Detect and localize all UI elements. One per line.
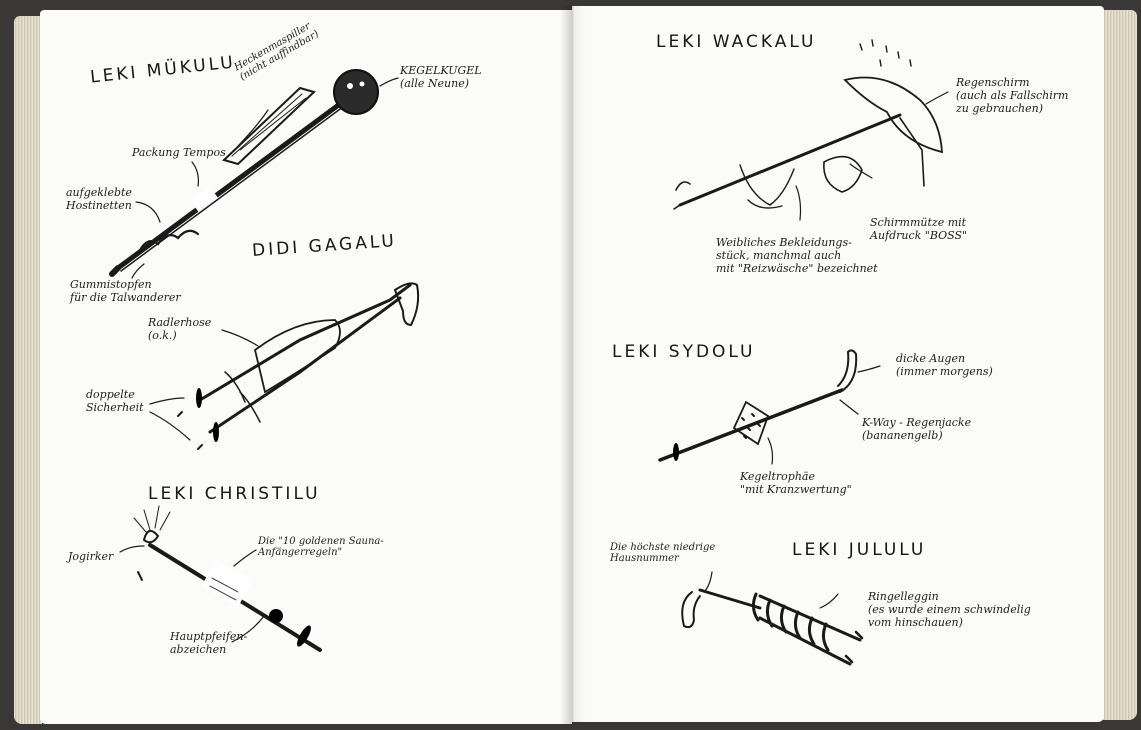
label-jogirker: Jogirker — [68, 550, 114, 563]
sketch-didi-gagalu — [177, 282, 420, 450]
sketch-leki-mukulu — [109, 69, 379, 277]
label-hausnummer: Die höchste niedrige Hausnummer — [610, 542, 716, 564]
right-page — [572, 6, 1104, 722]
page-stack-right — [1103, 10, 1137, 720]
label-radlerhose: Radlerhose (o.k.) — [148, 316, 212, 342]
label-sauna-regeln: Die "10 goldenen Sauna- Anfängerregeln" — [258, 536, 384, 558]
title-leki-christilu: LEKI CHRISTILU — [148, 484, 321, 504]
label-gummistopfen: Gummistopfen für die Talwanderer — [70, 278, 181, 304]
page-stack-left — [14, 16, 42, 724]
label-weibliches-kleidungsstueck: Weibliches Bekleidungs- stück, manchmal … — [716, 236, 878, 275]
title-leki-sydolu: LEKI SYDOLU — [612, 342, 756, 362]
label-kegeltrophaee: Kegeltrophäe "mit Kranzwertung" — [740, 470, 852, 496]
label-regenschirm: Regenschirm (auch als Fallschirm zu gebr… — [956, 76, 1069, 115]
label-kegelkugel: KEGELKUGEL (alle Neune) — [400, 64, 482, 90]
sketch-leki-sydolu — [658, 349, 858, 462]
label-doppelte-sicherheit: doppelte Sicherheit — [86, 388, 144, 414]
title-leki-wackalu: LEKI WACKALU — [656, 32, 817, 52]
label-schirmmuetze: Schirmmütze mit Aufdruck "BOSS" — [870, 216, 968, 242]
label-dicke-augen: dicke Augen (immer morgens) — [896, 352, 993, 378]
label-packung-tempos: Packung Tempos — [132, 146, 226, 159]
sketch-leki-christilu — [133, 505, 322, 652]
book-gutter — [560, 6, 586, 724]
label-k-way-regenjacke: K-Way - Regenjacke (bananengelb) — [862, 416, 972, 442]
label-hauptpfeifen-abzeichen: Hauptpfeifen- abzeichen — [170, 630, 248, 656]
title-leki-jululu: LEKI JULULU — [792, 540, 927, 560]
label-aufgeklebte-hostinetten: aufgeklebte Hostinetten — [66, 186, 132, 212]
sketch-leki-jululu — [681, 588, 864, 666]
label-ringelleggin: Ringelleggin (es wurde einem schwindelig… — [868, 590, 1031, 629]
annotation-arrows — [119, 77, 949, 643]
sketch-leki-wackalu — [673, 39, 943, 210]
